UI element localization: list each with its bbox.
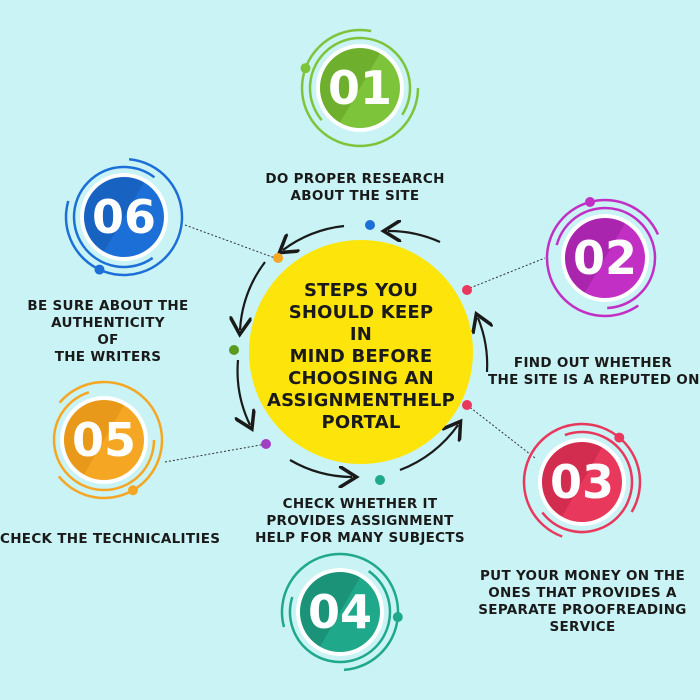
badge-disc — [320, 48, 400, 128]
step-01-number: 01 — [328, 61, 392, 115]
step-04-number: 04 — [308, 585, 372, 639]
step-05-label: CHECK THE TECHNICALITIES — [0, 531, 221, 547]
connector-03 — [466, 404, 536, 459]
cycle-arrow — [238, 359, 250, 425]
connector-02 — [469, 257, 546, 289]
cycle-arrow — [283, 224, 345, 250]
ring-dot — [462, 285, 472, 295]
badge-outer-ring — [300, 28, 420, 148]
step-04-label: CHECK WHETHER IT PROVIDES ASSIGNMENT HEL… — [255, 496, 465, 546]
connector-06 — [184, 224, 276, 259]
cycle-arrow — [388, 231, 441, 244]
center-title-line: PORTAL — [321, 412, 401, 433]
badge-shade — [83, 177, 144, 252]
step-03-label: PUT YOUR MONEY ON THE ONES THAT PROVIDES… — [478, 568, 687, 635]
step-02-label: FIND OUT WHETHER THE SITE IS A REPUTED O… — [488, 355, 700, 388]
center-title-line: IN — [349, 324, 373, 345]
badge-shade — [300, 572, 360, 647]
step-04-badge: 04 — [280, 552, 403, 672]
step-03-badge: 03 — [522, 422, 642, 542]
badge-outer-ring — [280, 552, 400, 672]
badge-shade — [64, 400, 124, 475]
step-02-number: 02 — [573, 231, 637, 285]
ring-dot — [229, 345, 239, 355]
step-01-badge: 01 — [300, 28, 420, 148]
badge-inner-ring — [52, 388, 156, 492]
connector-05 — [164, 443, 267, 463]
ring-dot — [375, 475, 385, 485]
badge-shade — [542, 441, 602, 517]
center-title-line: STEPS YOU — [303, 280, 419, 301]
step-03-number: 03 — [550, 455, 614, 509]
badge-inner-ring — [553, 206, 657, 310]
cycle-arrow — [240, 261, 266, 330]
badge-shade — [565, 218, 625, 293]
center-title-line: MIND BEFORE — [289, 346, 433, 367]
cycle-arrow — [289, 459, 352, 477]
badge-accent-dot — [392, 612, 403, 623]
badge-outer-ring — [545, 198, 665, 318]
badge-disc — [565, 218, 645, 298]
badge-inner-ring — [288, 560, 392, 664]
ring-dot — [365, 220, 375, 230]
badge-disc — [84, 177, 164, 257]
step-02-badge: 02 — [545, 196, 665, 318]
center-title-line: ASSIGNMENTHELP — [267, 390, 455, 411]
ring-dot — [273, 253, 283, 263]
center-title-line: CHOOSING AN — [288, 368, 434, 389]
badge-shade — [320, 47, 380, 123]
step-06-label: BE SURE ABOUT THE AUTHENTICITY OF THE WR… — [27, 298, 189, 365]
cycle-arrows — [238, 226, 488, 477]
badge-outer-ring — [44, 380, 164, 500]
badge-inner-ring — [72, 165, 176, 269]
badge-accent-dot — [128, 485, 138, 496]
badge-disc — [64, 400, 144, 480]
step-05-badge: 05 — [44, 380, 164, 500]
badge-accent-dot — [300, 63, 311, 74]
badge-accent-dot — [584, 196, 595, 207]
step-05-number: 05 — [72, 413, 136, 467]
badge-disc — [542, 442, 622, 522]
badge-outer-ring — [64, 157, 184, 277]
step-06-badge: 06 — [64, 157, 184, 277]
center-circle — [249, 240, 473, 464]
center-title: STEPS YOU SHOULD KEEP IN MIND BEFORE CHO… — [258, 280, 464, 434]
ring-dot — [261, 439, 271, 449]
step-06-number: 06 — [92, 190, 156, 244]
ring-dot — [462, 400, 472, 410]
step-01-label: DO PROPER RESEARCH ABOUT THE SITE — [265, 171, 445, 204]
badge-inner-ring — [530, 430, 634, 534]
cycle-arrow — [399, 425, 458, 472]
cycle-arrow — [478, 318, 487, 373]
badge-disc — [300, 572, 380, 652]
badge-accent-dot — [614, 432, 625, 443]
center-title-line: SHOULD KEEP — [288, 302, 434, 323]
badge-accent-dot — [94, 264, 105, 275]
